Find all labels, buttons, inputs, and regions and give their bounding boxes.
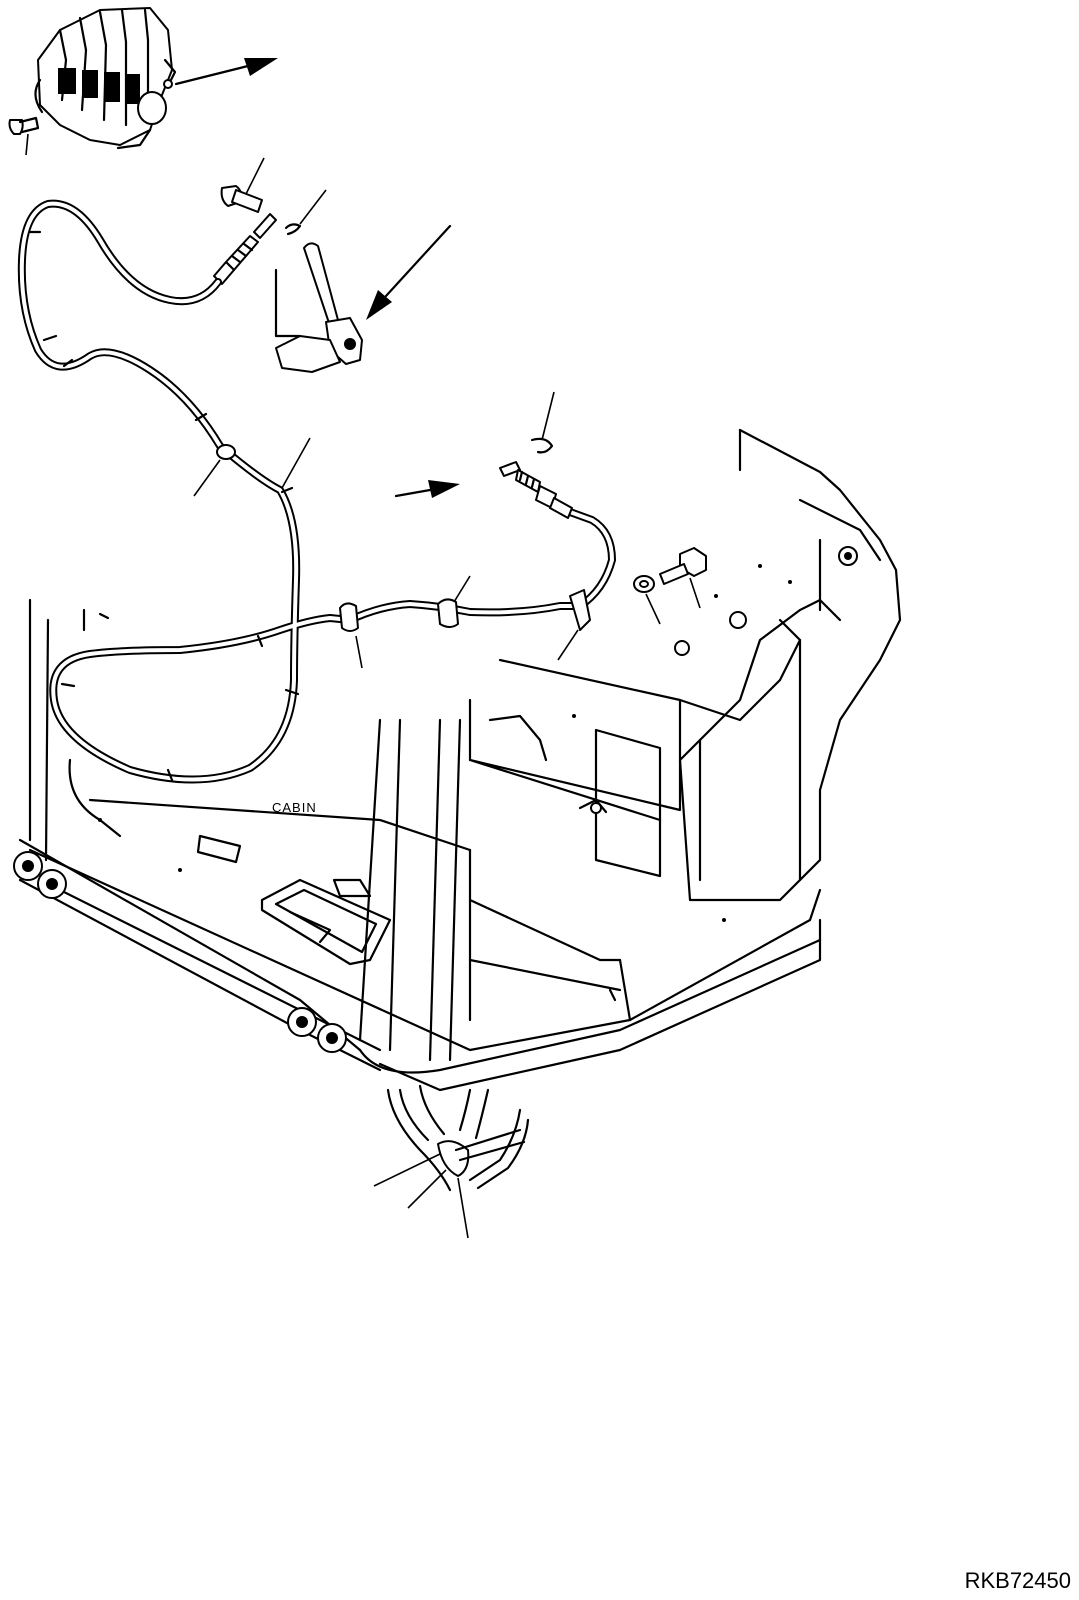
bolt-lever	[220, 157, 265, 213]
clip-pin-2	[530, 391, 555, 454]
cabin-stamp: CABIN	[272, 800, 317, 815]
arrow-to-cable-end	[394, 480, 460, 498]
wire-harness	[373, 1084, 530, 1239]
throttle-lever	[274, 242, 363, 373]
bolt-pump	[8, 116, 40, 156]
cable-end-lever	[213, 213, 277, 285]
cab-floor-frame: CABIN	[13, 428, 902, 1092]
cable-clamp-3	[557, 589, 591, 661]
arrow-to-lever	[366, 224, 452, 320]
drawing-code: RKB72450	[964, 1568, 1071, 1593]
arrow-to-pump	[174, 58, 278, 86]
cable-clamp-upper	[193, 437, 311, 497]
bolt-right	[659, 547, 707, 609]
cable-clamp-2	[437, 575, 471, 628]
cable-end-pump	[499, 461, 573, 519]
clip-pin	[284, 189, 327, 236]
washer	[633, 575, 661, 625]
cable-clamp-1	[339, 602, 363, 669]
fuel-injection-pump	[34, 7, 177, 150]
control-cable	[17, 199, 616, 784]
